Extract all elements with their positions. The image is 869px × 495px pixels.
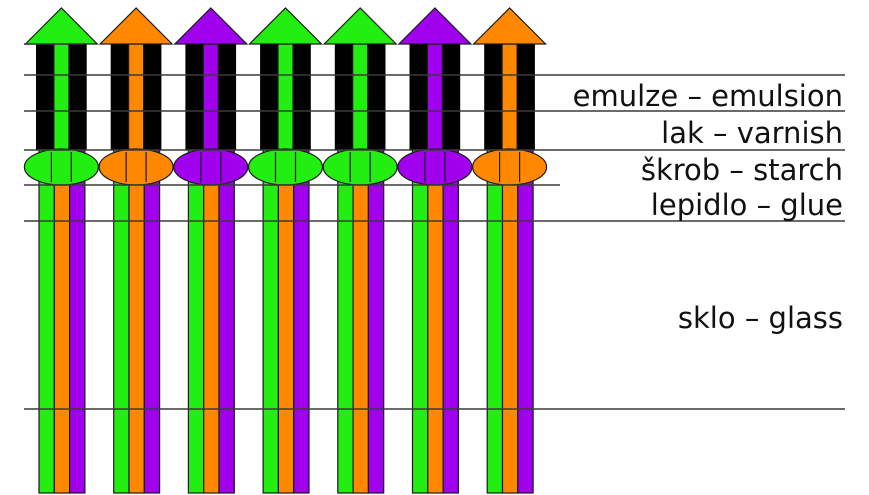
starch-grain: [23, 148, 100, 186]
starch-grains: [23, 148, 548, 186]
beam-purple: [68, 149, 86, 494]
layer-label-emulsion: emulze – emulsion: [573, 79, 843, 113]
beam-orange: [501, 149, 519, 494]
beam-orange: [427, 149, 444, 494]
beam-purple: [367, 149, 385, 494]
emulsion-layer-bands: [36, 43, 535, 151]
starch-grain: [98, 148, 174, 186]
beam-purple: [218, 149, 235, 494]
beam-purple: [293, 149, 310, 494]
beam-orange: [277, 149, 295, 494]
starch-grain: [472, 148, 548, 186]
beam-orange: [203, 149, 220, 494]
starch-grain: [247, 148, 324, 186]
starch-grain: [322, 148, 398, 186]
beam-orange: [352, 149, 370, 494]
layer-label-varnish: lak – varnish: [661, 116, 843, 150]
beam-orange: [53, 149, 71, 494]
beam-orange: [128, 149, 145, 494]
light-arrows: [23, 7, 548, 45]
light-arrow: [322, 7, 398, 45]
starch-grain: [173, 148, 249, 186]
light-beams: [38, 149, 534, 494]
starch-grain: [397, 148, 473, 186]
beam-green: [486, 149, 504, 494]
light-arrow: [23, 7, 99, 45]
layer-labels: emulze – emulsion lak – varnish škrob – …: [573, 79, 843, 335]
layer-label-glass: sklo – glass: [678, 301, 843, 335]
light-arrow: [173, 7, 249, 45]
light-arrow: [397, 7, 473, 45]
light-arrow: [98, 7, 174, 45]
beam-green: [38, 149, 55, 494]
beam-green: [411, 149, 429, 494]
light-arrow: [248, 7, 323, 45]
emulsion-transmitting-stripe: [426, 43, 443, 151]
layer-label-glue: lepidlo – glue: [651, 188, 843, 222]
emulsion-transmitting-stripe: [277, 43, 294, 151]
emulsion-transmitting-stripe: [53, 43, 70, 151]
beam-purple: [442, 149, 460, 494]
emulsion-transmitting-stripe: [501, 43, 518, 151]
beam-green: [262, 149, 280, 494]
light-arrow: [472, 7, 548, 45]
beam-green: [187, 149, 205, 494]
beam-green: [113, 149, 130, 494]
layer-boundary-lines: [24, 43, 845, 410]
beam-purple: [517, 149, 534, 494]
layer-label-starch: škrob – starch: [641, 153, 843, 187]
beam-green: [337, 149, 354, 494]
emulsion-transmitting-stripe: [202, 43, 219, 151]
beam-purple: [143, 149, 161, 494]
emulsion-transmitting-stripe: [128, 43, 145, 151]
emulsion-transmitting-stripe: [352, 43, 369, 151]
